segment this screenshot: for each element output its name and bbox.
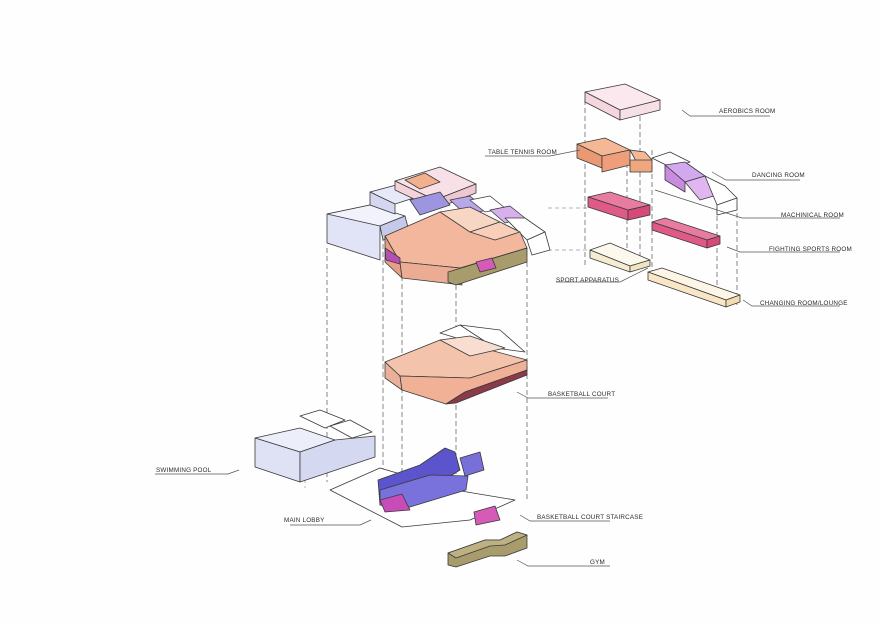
label-gym: GYM <box>590 559 605 566</box>
basketball-court-volume <box>384 324 528 405</box>
fighting-sports-room-volume <box>587 191 721 249</box>
label-dancing-room: DANCING ROOM <box>752 172 805 179</box>
assembled-upper-floor <box>326 166 551 286</box>
dancing-room-volume <box>651 151 738 216</box>
table-tennis-room-volume <box>576 137 653 173</box>
label-changing-room: CHANGING ROOM/LOUNGE <box>760 300 848 307</box>
room-labels: AEROBICS ROOM TABLE TENNIS ROOM DANCING … <box>156 108 852 566</box>
label-basketball-court-staircase: BASKETBALL COURT STAIRCASE <box>537 514 643 521</box>
aerobics-room-volume <box>584 83 661 121</box>
label-basketball-court: BASKETBALL COURT <box>548 391 615 398</box>
label-aerobics-room: AEROBICS ROOM <box>719 108 775 115</box>
leader-lines <box>155 109 840 567</box>
sport-apparatus-volume <box>589 242 651 273</box>
label-table-tennis-room: TABLE TENNIS ROOM <box>488 149 557 156</box>
changing-room-volume <box>647 267 741 308</box>
label-fighting-sports-room: FIGHTING SPORTS ROOM <box>769 246 852 253</box>
gym-volume <box>447 531 528 568</box>
label-sport-apparatus: SPORT APPARATUS <box>556 277 619 284</box>
main-lobby-volume <box>329 447 516 528</box>
label-swimming-pool: SWIMMING POOL <box>156 467 212 474</box>
swimming-pool-volume <box>254 409 376 483</box>
label-main-lobby: MAIN LOBBY <box>284 517 325 524</box>
label-machinical-room: MACHINICAL ROOM <box>781 212 844 219</box>
